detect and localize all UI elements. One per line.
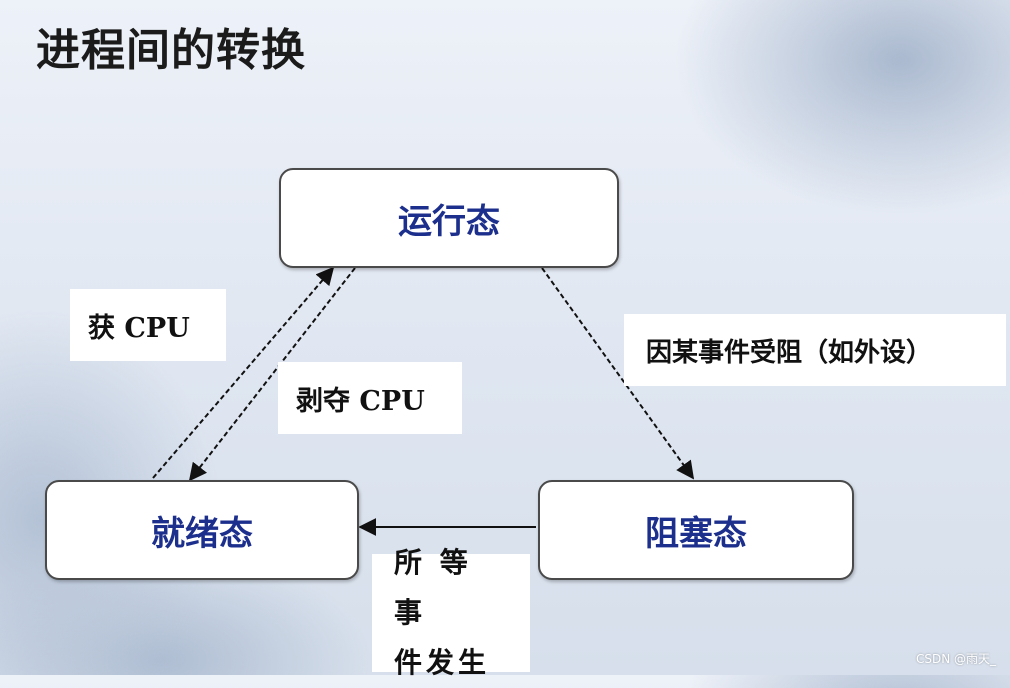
arrow-preempt-cpu bbox=[188, 267, 356, 482]
blocked-state-box: 阻塞态 bbox=[538, 480, 854, 580]
get-cpu-label: 获 CPU bbox=[70, 289, 226, 361]
event-occurs-line-1: 所 等 事 bbox=[394, 546, 472, 629]
running-state-label: 运行态 bbox=[398, 201, 500, 242]
event-occurs-label: 所 等 事 件发生 bbox=[372, 546, 530, 679]
arrow-blocked bbox=[541, 267, 695, 480]
arrow-get-cpu bbox=[152, 266, 335, 479]
running-state-box: 运行态 bbox=[279, 168, 619, 268]
watermark: CSDN @雨天_ bbox=[915, 652, 996, 666]
ready-state-box: 就绪态 bbox=[45, 480, 359, 580]
ready-state-label: 就绪态 bbox=[151, 513, 253, 554]
blocked-state-label: 阻塞态 bbox=[645, 513, 747, 554]
event-occurs-line-2: 件发生 bbox=[394, 646, 491, 679]
preempt-cpu-label: 剥夺 CPU bbox=[278, 362, 462, 434]
page-title: 进程间的转换 bbox=[36, 25, 306, 76]
blocked-by-event-label: 因某事件受阻（如外设） bbox=[624, 314, 1006, 386]
